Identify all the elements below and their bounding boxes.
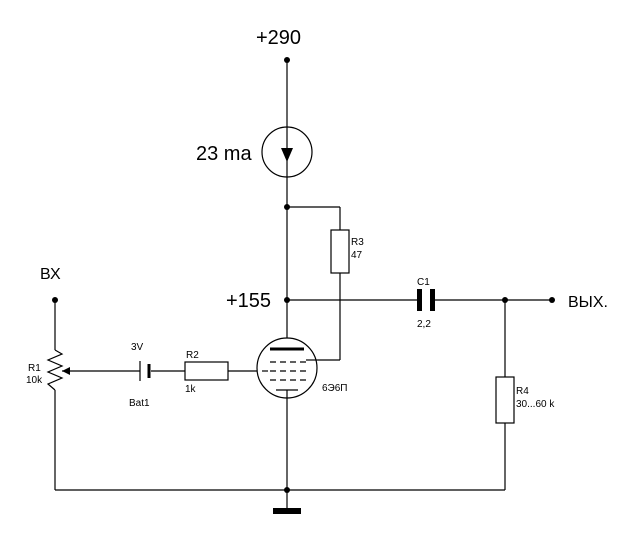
bat1-voltage-label: 3V <box>131 342 144 353</box>
r1-value-label: 10k <box>26 375 43 386</box>
r4-value-label: 30...60 k <box>516 399 555 410</box>
r2-name-label: R2 <box>186 350 199 361</box>
r2-value-label: 1k <box>185 384 197 395</box>
c1-name-label: C1 <box>417 277 430 288</box>
input-label: ВХ <box>40 266 61 283</box>
ground-symbol <box>273 508 301 514</box>
current-source-label: 23 ma <box>196 143 252 165</box>
supply-terminal <box>284 57 290 63</box>
junction-ground <box>284 487 290 493</box>
supply-voltage-label: +290 <box>256 27 301 49</box>
output-terminal <box>549 297 555 303</box>
current-source <box>261 126 313 178</box>
resistor-r4 <box>495 376 515 424</box>
input-terminal <box>52 297 58 303</box>
tube-6e6p <box>256 337 318 399</box>
junction-output <box>502 297 508 303</box>
junction-dots <box>52 57 555 493</box>
junction-r3-top <box>284 204 290 210</box>
r3-name-label: R3 <box>351 237 364 248</box>
r1-name-label: R1 <box>28 363 41 374</box>
capacitor-c1 <box>417 289 435 311</box>
potentiometer-r1 <box>46 349 80 391</box>
junction-anode <box>284 297 290 303</box>
tube-type-label: 6Э6П <box>322 383 348 394</box>
wires <box>54 60 552 508</box>
c1-value-label: 2,2 <box>417 319 431 330</box>
bat1-name-label: Bat1 <box>129 398 150 409</box>
resistor-r2 <box>184 361 229 381</box>
battery-bat1 <box>139 361 151 381</box>
resistor-r3 <box>330 229 350 274</box>
r4-name-label: R4 <box>516 386 529 397</box>
anode-voltage-label: +155 <box>226 290 271 312</box>
output-label: ВЫХ. <box>568 294 608 311</box>
r3-value-label: 47 <box>351 250 363 261</box>
